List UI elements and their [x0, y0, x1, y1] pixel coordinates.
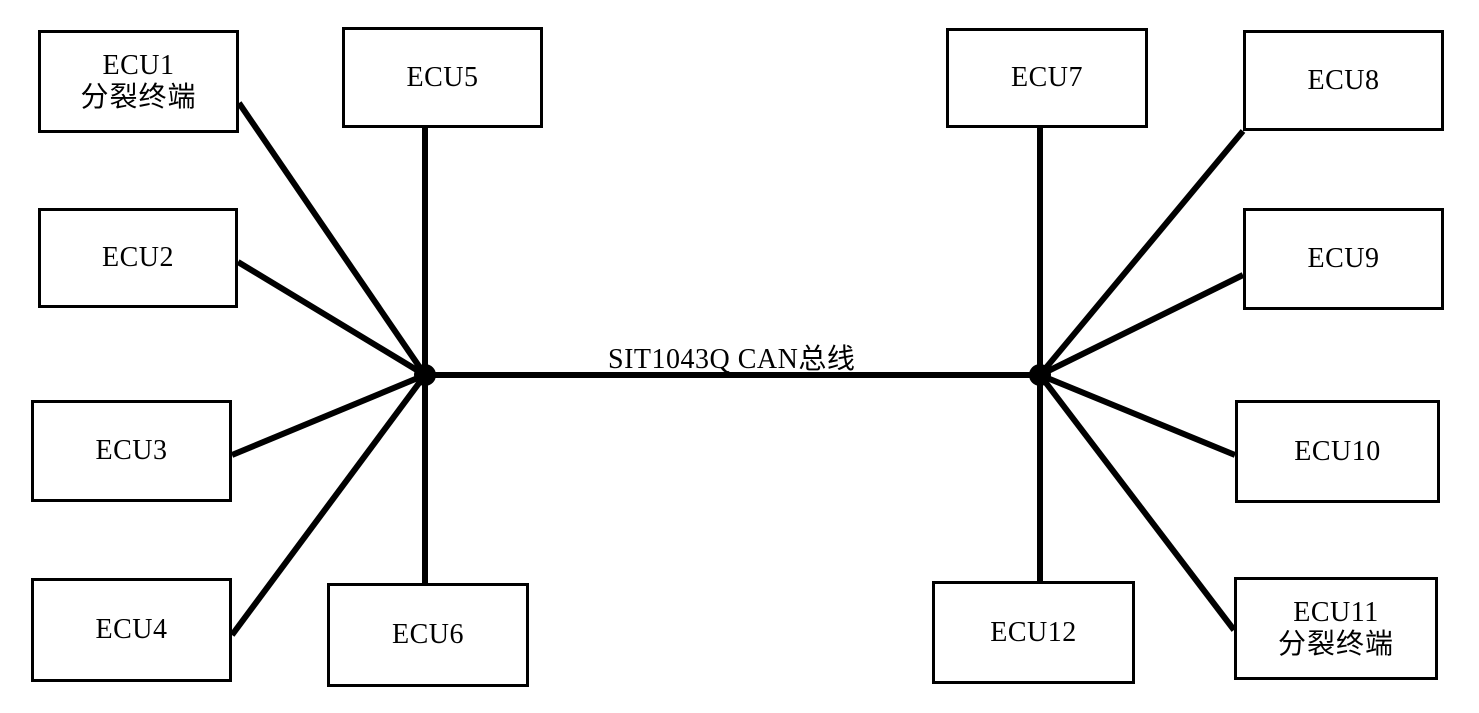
edge-ecu2-to-left-node: [236, 259, 427, 378]
ecu-label-ecu10: ECU10: [1294, 435, 1381, 467]
bus-junction-right: [1029, 364, 1051, 386]
ecu-box-ecu8[interactable]: ECU8: [1243, 30, 1444, 131]
ecu-box-ecu12[interactable]: ECU12: [932, 581, 1135, 684]
ecu-label-ecu1: ECU1: [102, 50, 175, 82]
ecu-box-ecu3[interactable]: ECU3: [31, 400, 232, 502]
ecu-box-ecu2[interactable]: ECU2: [38, 208, 238, 308]
ecu-sublabel-ecu1: 分裂终端: [80, 81, 197, 113]
ecu-box-ecu10[interactable]: ECU10: [1235, 400, 1440, 503]
ecu-label-ecu2: ECU2: [102, 242, 174, 274]
edge-ecu8-to-right-node: [1037, 129, 1246, 377]
ecu-box-ecu7[interactable]: ECU7: [946, 28, 1148, 128]
ecu-label-ecu4: ECU4: [95, 614, 168, 646]
edge-ecu1-to-left-node: [236, 101, 428, 377]
edge-ecu9-to-right-node: [1038, 272, 1245, 378]
ecu-sublabel-ecu11: 分裂终端: [1277, 628, 1394, 660]
bus-junction-left: [414, 364, 436, 386]
ecu-box-ecu6[interactable]: ECU6: [327, 583, 529, 687]
ecu-label-ecu9: ECU9: [1307, 243, 1380, 275]
ecu-label-ecu6: ECU6: [392, 619, 464, 651]
ecu-label-ecu11: ECU11: [1293, 597, 1379, 629]
ecu-box-ecu5[interactable]: ECU5: [342, 27, 543, 128]
ecu-box-ecu4[interactable]: ECU4: [31, 578, 232, 682]
ecu-box-ecu9[interactable]: ECU9: [1243, 208, 1444, 310]
edge-ecu10-to-right-node: [1038, 372, 1237, 458]
ecu-label-ecu12: ECU12: [990, 616, 1077, 648]
ecu-label-ecu5: ECU5: [406, 61, 479, 93]
ecu-label-ecu3: ECU3: [95, 435, 168, 467]
ecu-label-ecu7: ECU7: [1011, 62, 1083, 94]
bus-label: SIT1043Q CAN总线: [608, 344, 856, 375]
edge-ecu3-to-left-node: [230, 372, 427, 458]
ecu-label-ecu8: ECU8: [1307, 64, 1380, 96]
